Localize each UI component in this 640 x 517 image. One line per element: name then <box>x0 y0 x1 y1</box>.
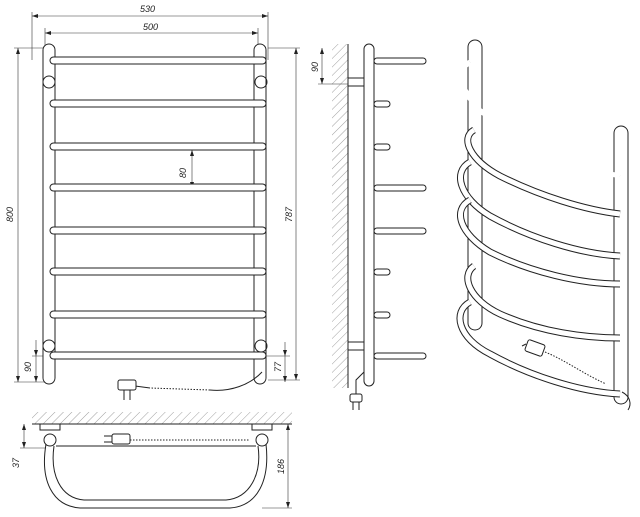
side-bracket-top <box>347 77 365 87</box>
power-plug-icon <box>521 339 546 357</box>
bar <box>49 56 267 65</box>
wall-hatch <box>32 412 292 424</box>
dim-787: 787 <box>268 47 300 381</box>
bar <box>373 352 427 360</box>
bar <box>49 351 267 360</box>
dim-787-label: 787 <box>284 206 294 222</box>
curved-bar-inner <box>52 445 260 501</box>
top-post-left <box>43 433 57 447</box>
wall-hatch <box>332 44 348 388</box>
dim-90-top-label: 90 <box>310 62 320 72</box>
bar <box>373 311 391 319</box>
dim-530-label: 530 <box>140 4 155 14</box>
iso-bars <box>456 59 621 398</box>
bar <box>49 183 267 192</box>
side-bars <box>373 57 427 360</box>
power-plug-icon <box>117 379 137 400</box>
dim-530: 530 <box>31 4 269 60</box>
side-post <box>363 43 375 387</box>
dim-500: 500 <box>44 22 259 48</box>
dim-800-label: 800 <box>5 207 15 222</box>
bracket-top-left <box>42 75 56 89</box>
dim-37: 37 <box>11 424 46 468</box>
isometric-view <box>456 39 631 411</box>
side-view: 90 <box>310 43 427 410</box>
dim-80-label: 80 <box>178 168 188 178</box>
bracket-bottom-left <box>42 339 56 353</box>
power-plug-icon <box>349 393 363 410</box>
dim-90-bottom-label: 90 <box>23 362 33 372</box>
front-cable <box>117 371 263 400</box>
dim-77-label: 77 <box>273 361 283 372</box>
power-plug-icon <box>104 433 131 445</box>
bar <box>49 226 267 235</box>
bracket-top-right <box>254 75 268 89</box>
dim-500-label: 500 <box>143 22 158 32</box>
dim-37-label: 37 <box>11 457 21 468</box>
left-post <box>42 43 56 385</box>
bar <box>49 310 267 319</box>
dim-90-top: 90 <box>310 48 350 85</box>
bar <box>373 227 427 235</box>
bar <box>49 142 267 151</box>
flange-right <box>251 423 273 431</box>
bar <box>49 99 267 108</box>
bar <box>373 100 391 108</box>
iso-cable-coil <box>544 351 607 385</box>
dim-80: 80 <box>150 149 200 189</box>
curved-bar-outer <box>44 443 268 509</box>
bar <box>373 57 427 65</box>
dim-186-label: 186 <box>276 459 286 474</box>
iso-post-left <box>467 39 483 331</box>
front-view: 530 500 800 787 <box>5 4 300 400</box>
top-view: 37 186 <box>11 412 292 509</box>
dim-77: 77 <box>262 342 290 382</box>
front-bars <box>49 56 267 360</box>
bar <box>49 267 267 276</box>
bar <box>373 143 391 151</box>
iso-post-right <box>613 125 629 405</box>
bar <box>373 268 391 276</box>
bar <box>373 184 427 192</box>
top-post-right <box>255 433 269 447</box>
right-post <box>253 43 267 385</box>
side-bracket-bottom <box>347 341 365 351</box>
dim-186: 186 <box>262 424 292 509</box>
flange-left <box>39 423 61 431</box>
